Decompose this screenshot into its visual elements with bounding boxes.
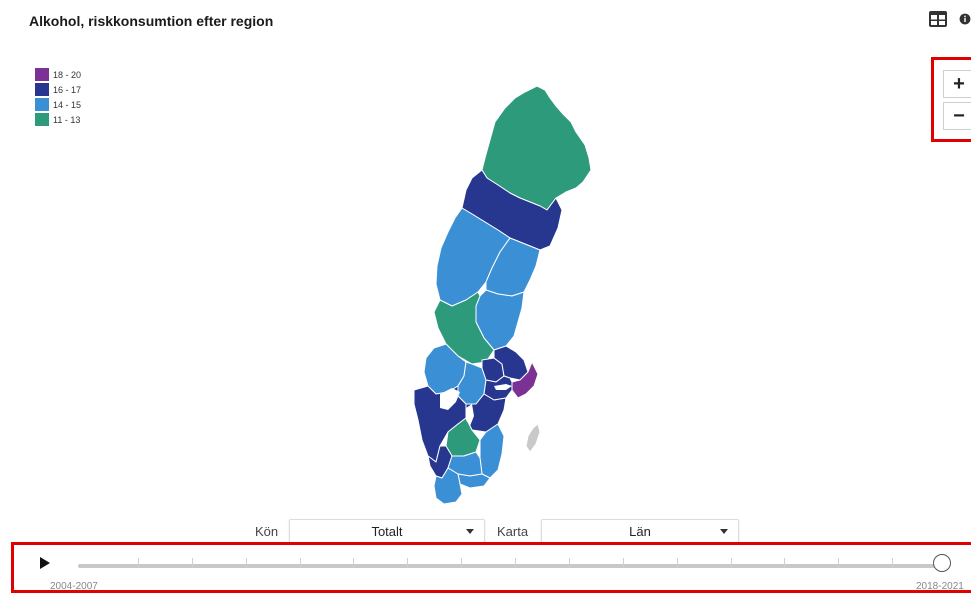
timeline-start-label: 2004-2007 — [50, 581, 98, 592]
timeline-tick — [515, 558, 517, 568]
legend-label: 16 - 17 — [53, 84, 82, 95]
timeline-tick — [407, 558, 409, 568]
timeline-tick — [892, 558, 894, 568]
timeline-tick — [568, 558, 570, 568]
chevron-down-icon — [720, 529, 728, 534]
timeline-tick — [299, 558, 301, 568]
legend-item: 16 - 17 — [35, 82, 81, 97]
timeline-tick — [191, 558, 193, 568]
timeline-handle[interactable] — [933, 554, 951, 572]
timeline-track[interactable] — [78, 564, 946, 568]
zoom-controls-highlight: + − — [931, 57, 971, 142]
sweden-map — [413, 85, 592, 505]
kon-select[interactable]: Totalt — [289, 519, 485, 543]
timeline-tick — [838, 558, 840, 568]
legend-swatch — [35, 68, 49, 81]
timeline-tick — [138, 558, 139, 568]
legend-swatch — [35, 83, 49, 96]
timeline-highlight: 2004-2007 2018-2021 — [11, 542, 971, 593]
legend-item: 14 - 15 — [35, 97, 81, 112]
page-title: Alkohol, riskkonsumtion efter region — [29, 13, 274, 29]
timeline-tick — [784, 558, 786, 568]
region-gotland[interactable] — [525, 423, 541, 453]
timeline-tick — [676, 558, 678, 568]
kon-label: Kön — [255, 524, 279, 539]
lake-malaren — [494, 384, 512, 390]
zoom-in-button[interactable]: + — [943, 70, 971, 98]
kon-select-value: Totalt — [371, 523, 403, 539]
zoom-out-button[interactable]: − — [943, 102, 971, 130]
karta-select[interactable]: Län — [541, 519, 739, 543]
legend-swatch — [35, 98, 49, 111]
timeline-end-label: 2018-2021 — [916, 581, 964, 592]
karta-label: Karta — [497, 524, 529, 539]
region-dalarna[interactable] — [433, 291, 495, 365]
lake-vattern — [466, 404, 474, 426]
chevron-down-icon — [466, 529, 474, 534]
legend-label: 14 - 15 — [53, 99, 82, 110]
top-toolbar — [927, 8, 971, 30]
legend-item: 11 - 13 — [35, 112, 81, 127]
table-icon[interactable] — [927, 8, 949, 30]
lake-vanern — [440, 388, 460, 410]
legend-item: 18 - 20 — [35, 67, 81, 82]
region-skane[interactable] — [433, 467, 463, 505]
map-legend: 18 - 20 16 - 17 14 - 15 11 - 13 — [35, 67, 81, 127]
region-kalmar[interactable] — [479, 423, 505, 479]
legend-label: 11 - 13 — [53, 114, 81, 125]
play-icon[interactable] — [40, 557, 50, 569]
timeline-tick — [622, 558, 624, 568]
timeline-tick — [353, 558, 355, 568]
timeline-tick — [245, 558, 247, 568]
karta-select-value: Län — [629, 523, 651, 539]
legend-label: 18 - 20 — [53, 69, 82, 80]
info-icon[interactable] — [959, 8, 971, 30]
timeline-tick — [730, 558, 732, 568]
timeline-tick — [461, 558, 463, 568]
legend-swatch — [35, 113, 49, 126]
region-blekinge[interactable] — [457, 473, 491, 489]
